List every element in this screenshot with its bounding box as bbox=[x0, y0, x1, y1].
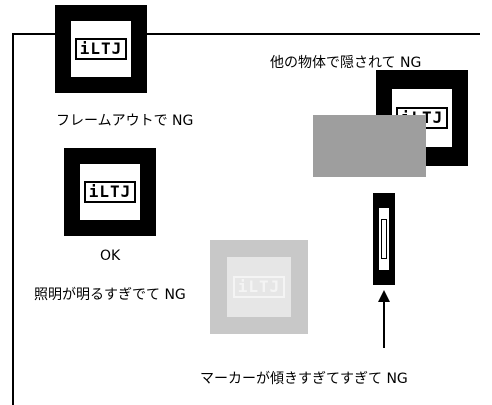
marker-logo-compressed bbox=[381, 219, 387, 259]
marker-tilted bbox=[373, 193, 395, 285]
label-too-bright: 照明が明るすぎでて NG bbox=[34, 287, 186, 303]
marker-logo: iLTJ bbox=[232, 276, 286, 298]
marker-frame-out: iLTJ bbox=[55, 5, 147, 93]
label-ok: OK bbox=[100, 248, 121, 264]
label-frame-out: フレームアウトで NG bbox=[56, 113, 194, 129]
label-hidden: 他の物体で隠されて NG bbox=[270, 55, 422, 71]
marker-logo: iLTJ bbox=[83, 181, 137, 203]
marker-ok: iLTJ bbox=[64, 148, 156, 236]
occluding-object bbox=[313, 115, 426, 177]
camera-frame bbox=[12, 33, 480, 405]
arrow-up-icon bbox=[378, 290, 390, 348]
marker-too-bright: iLTJ bbox=[210, 240, 308, 334]
label-tilted: マーカーが傾きすぎてすぎて NG bbox=[200, 371, 408, 387]
marker-logo: iLTJ bbox=[74, 38, 128, 60]
